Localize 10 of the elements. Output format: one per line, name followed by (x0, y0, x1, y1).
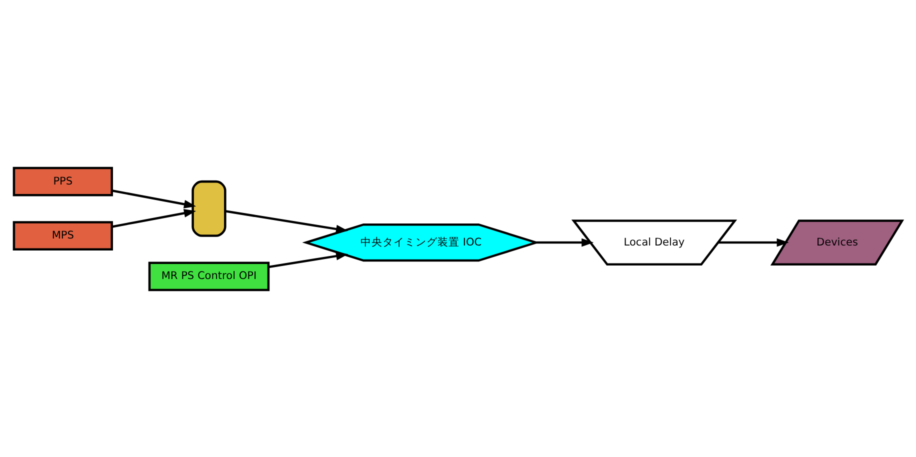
arrow (718, 238, 789, 246)
arrow (225, 210, 348, 233)
node-gate (192, 180, 226, 236)
node-box: MR PS Control OPI (148, 261, 270, 291)
arrow (536, 238, 594, 246)
arrow (112, 189, 196, 208)
arrow (268, 251, 348, 268)
node-box: PPS (12, 166, 113, 196)
node-box: MPS (12, 220, 113, 250)
arrow (112, 208, 196, 228)
